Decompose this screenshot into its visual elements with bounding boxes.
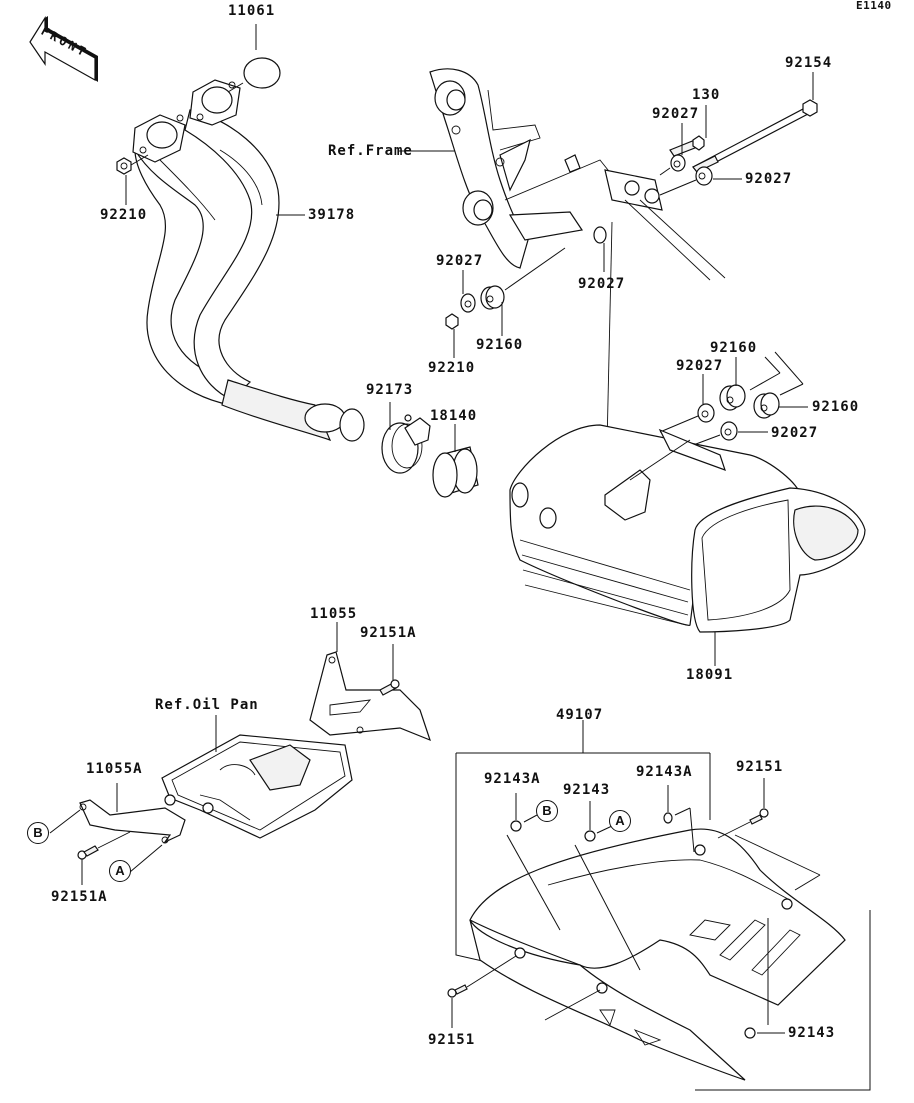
label-11055A: 11055A [86,761,143,777]
label-92151A-top: 92151A [360,625,417,641]
front-arrow-icon [29,15,98,82]
muffler-18091 [509,424,866,633]
damper-92160-pair [719,384,780,419]
label-ref-oil-pan: Ref.Oil Pan [155,697,259,713]
label-49107: 49107 [556,707,604,723]
marker-a-left: A [109,860,131,882]
marker-b-cover: B [536,800,558,822]
label-92143-right: 92143 [788,1025,836,1041]
label-92160-right: 92160 [812,399,860,415]
clamp-92173 [381,414,431,474]
bolt-92151-left [447,984,468,998]
damper-92160-left [480,285,505,310]
bracket-11055A [79,799,186,844]
label-92143A-right: 92143A [636,764,693,780]
label-ref-frame: Ref.Frame [328,143,413,159]
nut-92210-left [116,157,132,175]
grommet-92143A-right [663,812,673,824]
grommet-92143-left [584,830,596,842]
label-92027-right: 92027 [745,171,793,187]
gasket-18140 [432,446,479,498]
label-92027-top: 92027 [652,106,700,122]
heat-cover-49107 [455,720,871,1091]
label-11055: 11055 [310,606,358,622]
washer-92027-left-mid [593,226,607,244]
bracket-11055 [309,651,431,742]
label-92027-left: 92027 [436,253,484,269]
bolt-92151A-top [379,679,400,696]
label-39178: 39178 [308,207,356,223]
marker-a-cover: A [609,810,631,832]
label-92210-left: 92210 [100,207,148,223]
label-92027-muffler-a: 92027 [676,358,724,374]
washer-92027-right [695,166,713,186]
label-11061: 11061 [228,3,276,19]
bolt-92154 [692,99,818,173]
bolt-92151A-bottom [77,845,99,860]
label-130: 130 [692,87,721,103]
diagram-code: E1140 [856,0,892,12]
nut-92210-mid [445,313,459,330]
label-92027-mid: 92027 [578,276,626,292]
label-92143-left: 92143 [563,782,611,798]
washer-92027-muffler-b [720,421,738,441]
washer-92027-top [670,154,686,172]
label-92027-muffler-b: 92027 [771,425,819,441]
exhaust-pipe-39178 [132,79,365,442]
label-92151A-bottom: 92151A [51,889,108,905]
label-18140: 18140 [430,408,478,424]
label-92143A-left: 92143A [484,771,541,787]
washer-92027-left [460,293,476,313]
label-92160-left: 92160 [476,337,524,353]
label-92160-pair: 92160 [710,340,758,356]
label-92210-mid: 92210 [428,360,476,376]
bolt-92151-right [749,808,769,825]
oil-pan-reference [161,734,353,839]
frame-reference [429,68,726,281]
grommet-92143A-left [510,820,522,832]
grommet-92143-right [744,1027,756,1039]
label-92173: 92173 [366,382,414,398]
bolt-130 [669,135,705,157]
marker-b-left: B [27,822,49,844]
label-92151-right: 92151 [736,759,784,775]
label-92151-left: 92151 [428,1032,476,1048]
label-18091: 18091 [686,667,734,683]
gasket-11061 [243,57,281,89]
washer-92027-muffler-a [697,403,715,423]
label-92154: 92154 [785,55,833,71]
